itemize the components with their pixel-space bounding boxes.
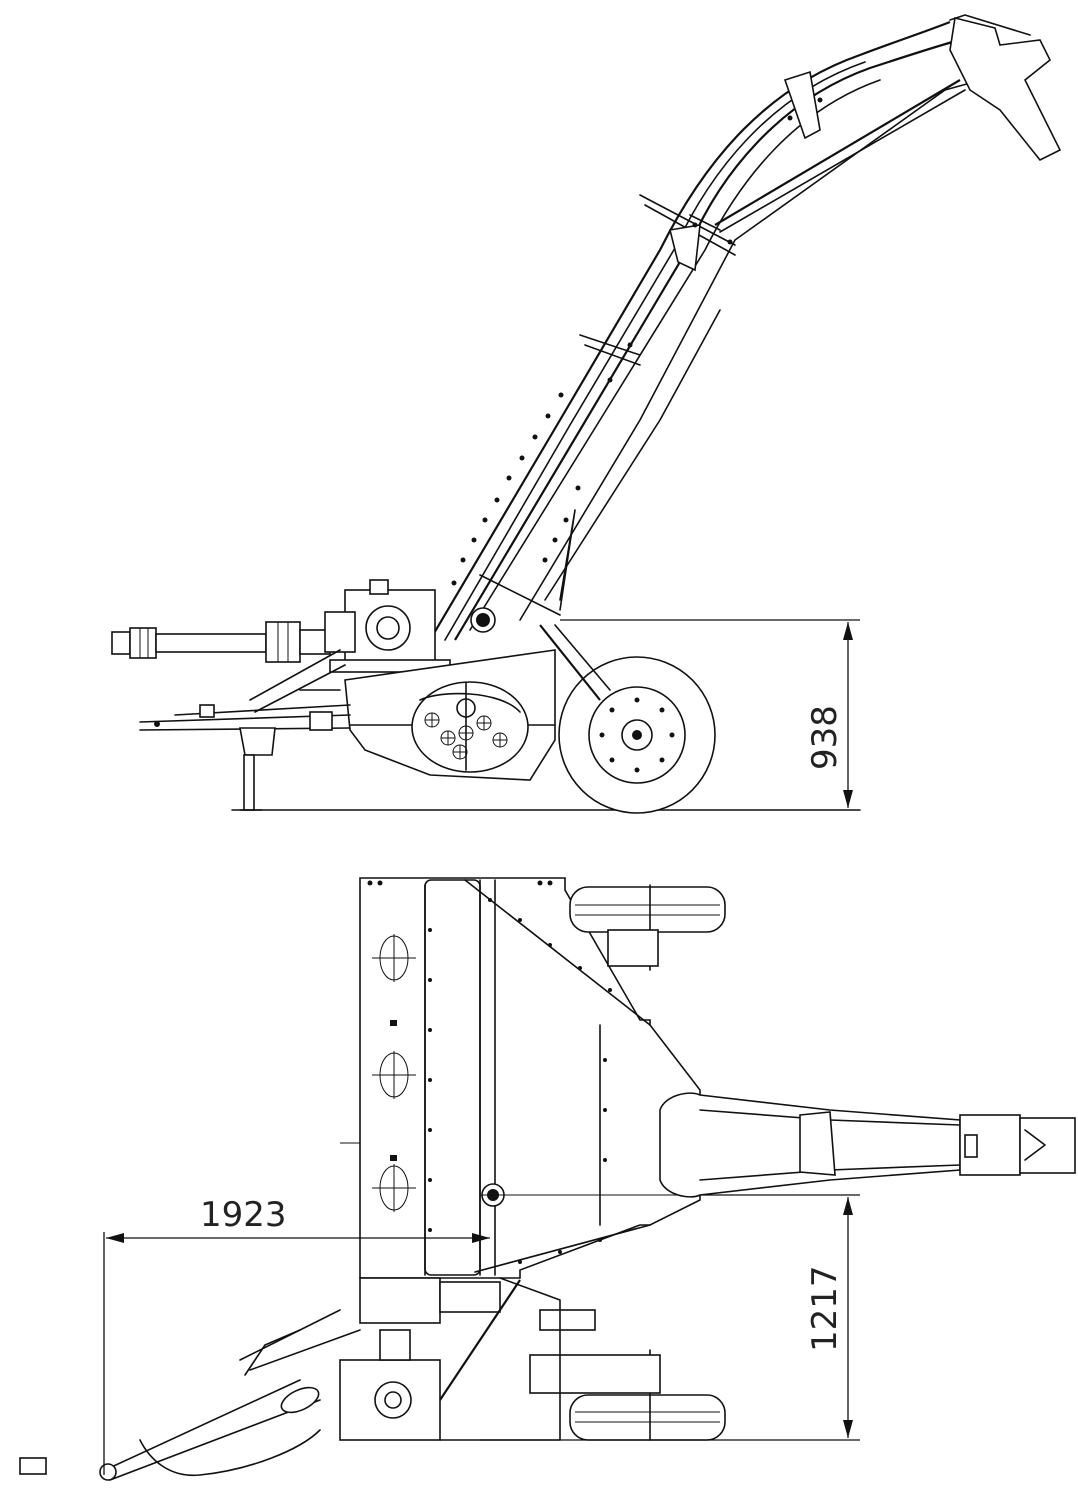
top-wheels: [529, 884, 726, 1441]
top-frame-diagonal: [439, 1279, 521, 1401]
top-gearbox: [339, 1277, 501, 1441]
chute-cross-brace: [479, 574, 561, 616]
elevator-rail-upper: [454, 38, 961, 641]
length-dimension: 1923: [103, 1195, 490, 1475]
side-view: 938: [111, 14, 1062, 814]
top-drawbar: [19, 1309, 361, 1481]
elevator-rail-inner: [444, 61, 866, 641]
wheel-arm-2: [554, 624, 611, 691]
elevator-crossbars: [579, 194, 736, 366]
elevator-rail-inner-2: [469, 79, 881, 631]
spout-top: [949, 14, 1031, 36]
wheel-arm: [539, 624, 601, 701]
chute-frame-outer: [519, 71, 1011, 621]
dim-938-label: 938: [805, 705, 845, 770]
upper-strut: [714, 79, 961, 226]
chute-frame-brace: [544, 309, 721, 601]
top-elevator: [659, 1092, 1076, 1198]
machine-body: [344, 649, 556, 781]
gearbox: [324, 579, 451, 673]
width-dimension: 1217: [480, 1194, 860, 1441]
chute-support: [559, 509, 576, 611]
elevator-bolts: [451, 97, 823, 586]
spout-plate: [783, 70, 821, 140]
top-view: 1923 1217: [19, 877, 1076, 1481]
drawbar: [139, 649, 351, 811]
crosshair-markers: [372, 934, 416, 1212]
body-rivets: [367, 880, 612, 1264]
wheel-side: [558, 656, 716, 814]
dim-1923-label: 1923: [200, 1195, 287, 1235]
discharge-spout: [949, 17, 1062, 162]
height-dimension: 938: [560, 619, 860, 808]
dim-1217-label: 1217: [805, 1265, 845, 1352]
elevator-bracket: [669, 224, 701, 272]
upper-strut-2: [719, 89, 966, 233]
pto-shaft: [111, 621, 331, 663]
elevator-rail-lower: [429, 20, 951, 641]
